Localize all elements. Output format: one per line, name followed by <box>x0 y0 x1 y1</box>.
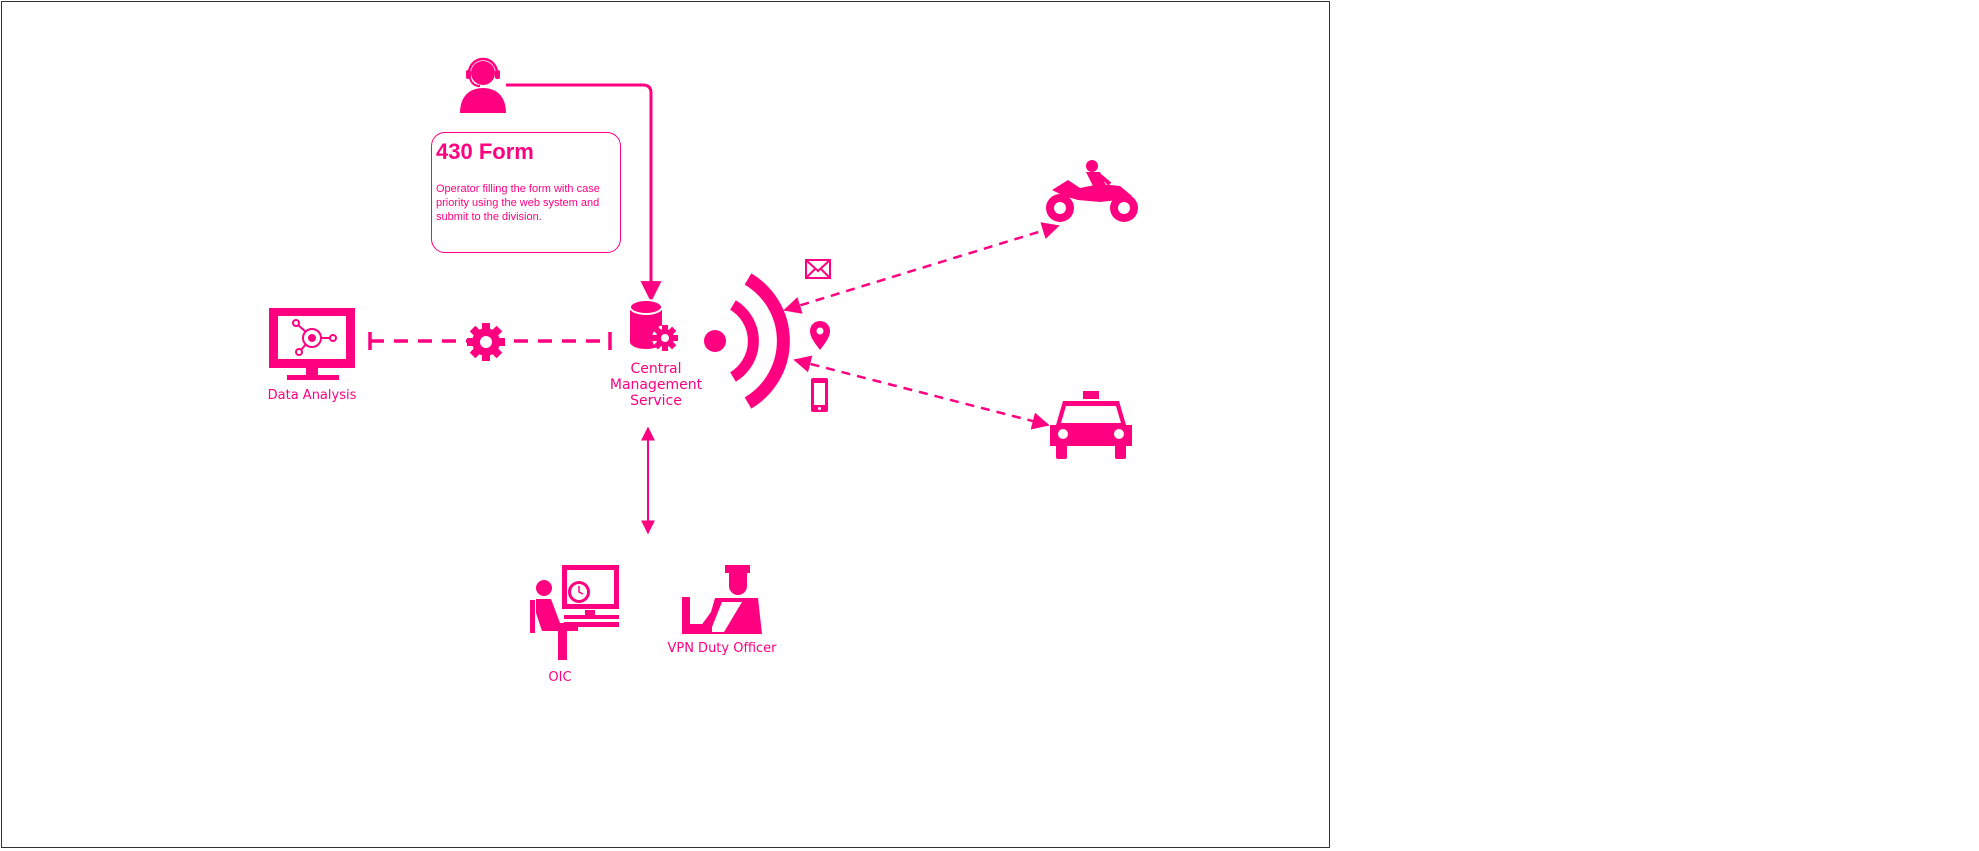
central-service-label: Central Management Service <box>596 361 716 409</box>
person-at-computer-icon <box>530 565 619 660</box>
monitor-network-icon <box>269 308 355 380</box>
taxi-icon <box>1050 391 1132 459</box>
officer-desk-icon <box>682 565 762 634</box>
central-service-label-line: Service <box>630 393 682 409</box>
central-service-label-line: Management <box>609 377 703 393</box>
motorcycle-rider-icon <box>1046 160 1138 222</box>
operator-headset-icon <box>460 57 506 113</box>
form-note-title: 430 Form <box>436 139 534 164</box>
map-pin-icon <box>810 321 830 350</box>
vpn-duty-officer-label: VPN Duty Officer <box>667 641 777 656</box>
oic-label: OIC <box>548 670 572 685</box>
wireless-signal-icon <box>704 273 790 409</box>
data-analysis-label: Data Analysis <box>267 388 357 403</box>
gear-icon <box>467 323 505 361</box>
form-note-card: 430 Form Operator filling the form with … <box>431 132 621 253</box>
envelope-icon <box>805 259 831 279</box>
signal-to-motorcycle-connector <box>783 222 1060 314</box>
database-gear-icon <box>629 299 678 351</box>
form-note-body: Operator filling the form with case prio… <box>436 183 600 223</box>
central-service-label-line: Central <box>630 361 682 377</box>
diagram-frame <box>1 1 1330 848</box>
smartphone-icon <box>811 378 828 412</box>
signal-to-taxi-connector <box>793 355 1050 430</box>
operator-to-central-connector <box>506 83 662 303</box>
